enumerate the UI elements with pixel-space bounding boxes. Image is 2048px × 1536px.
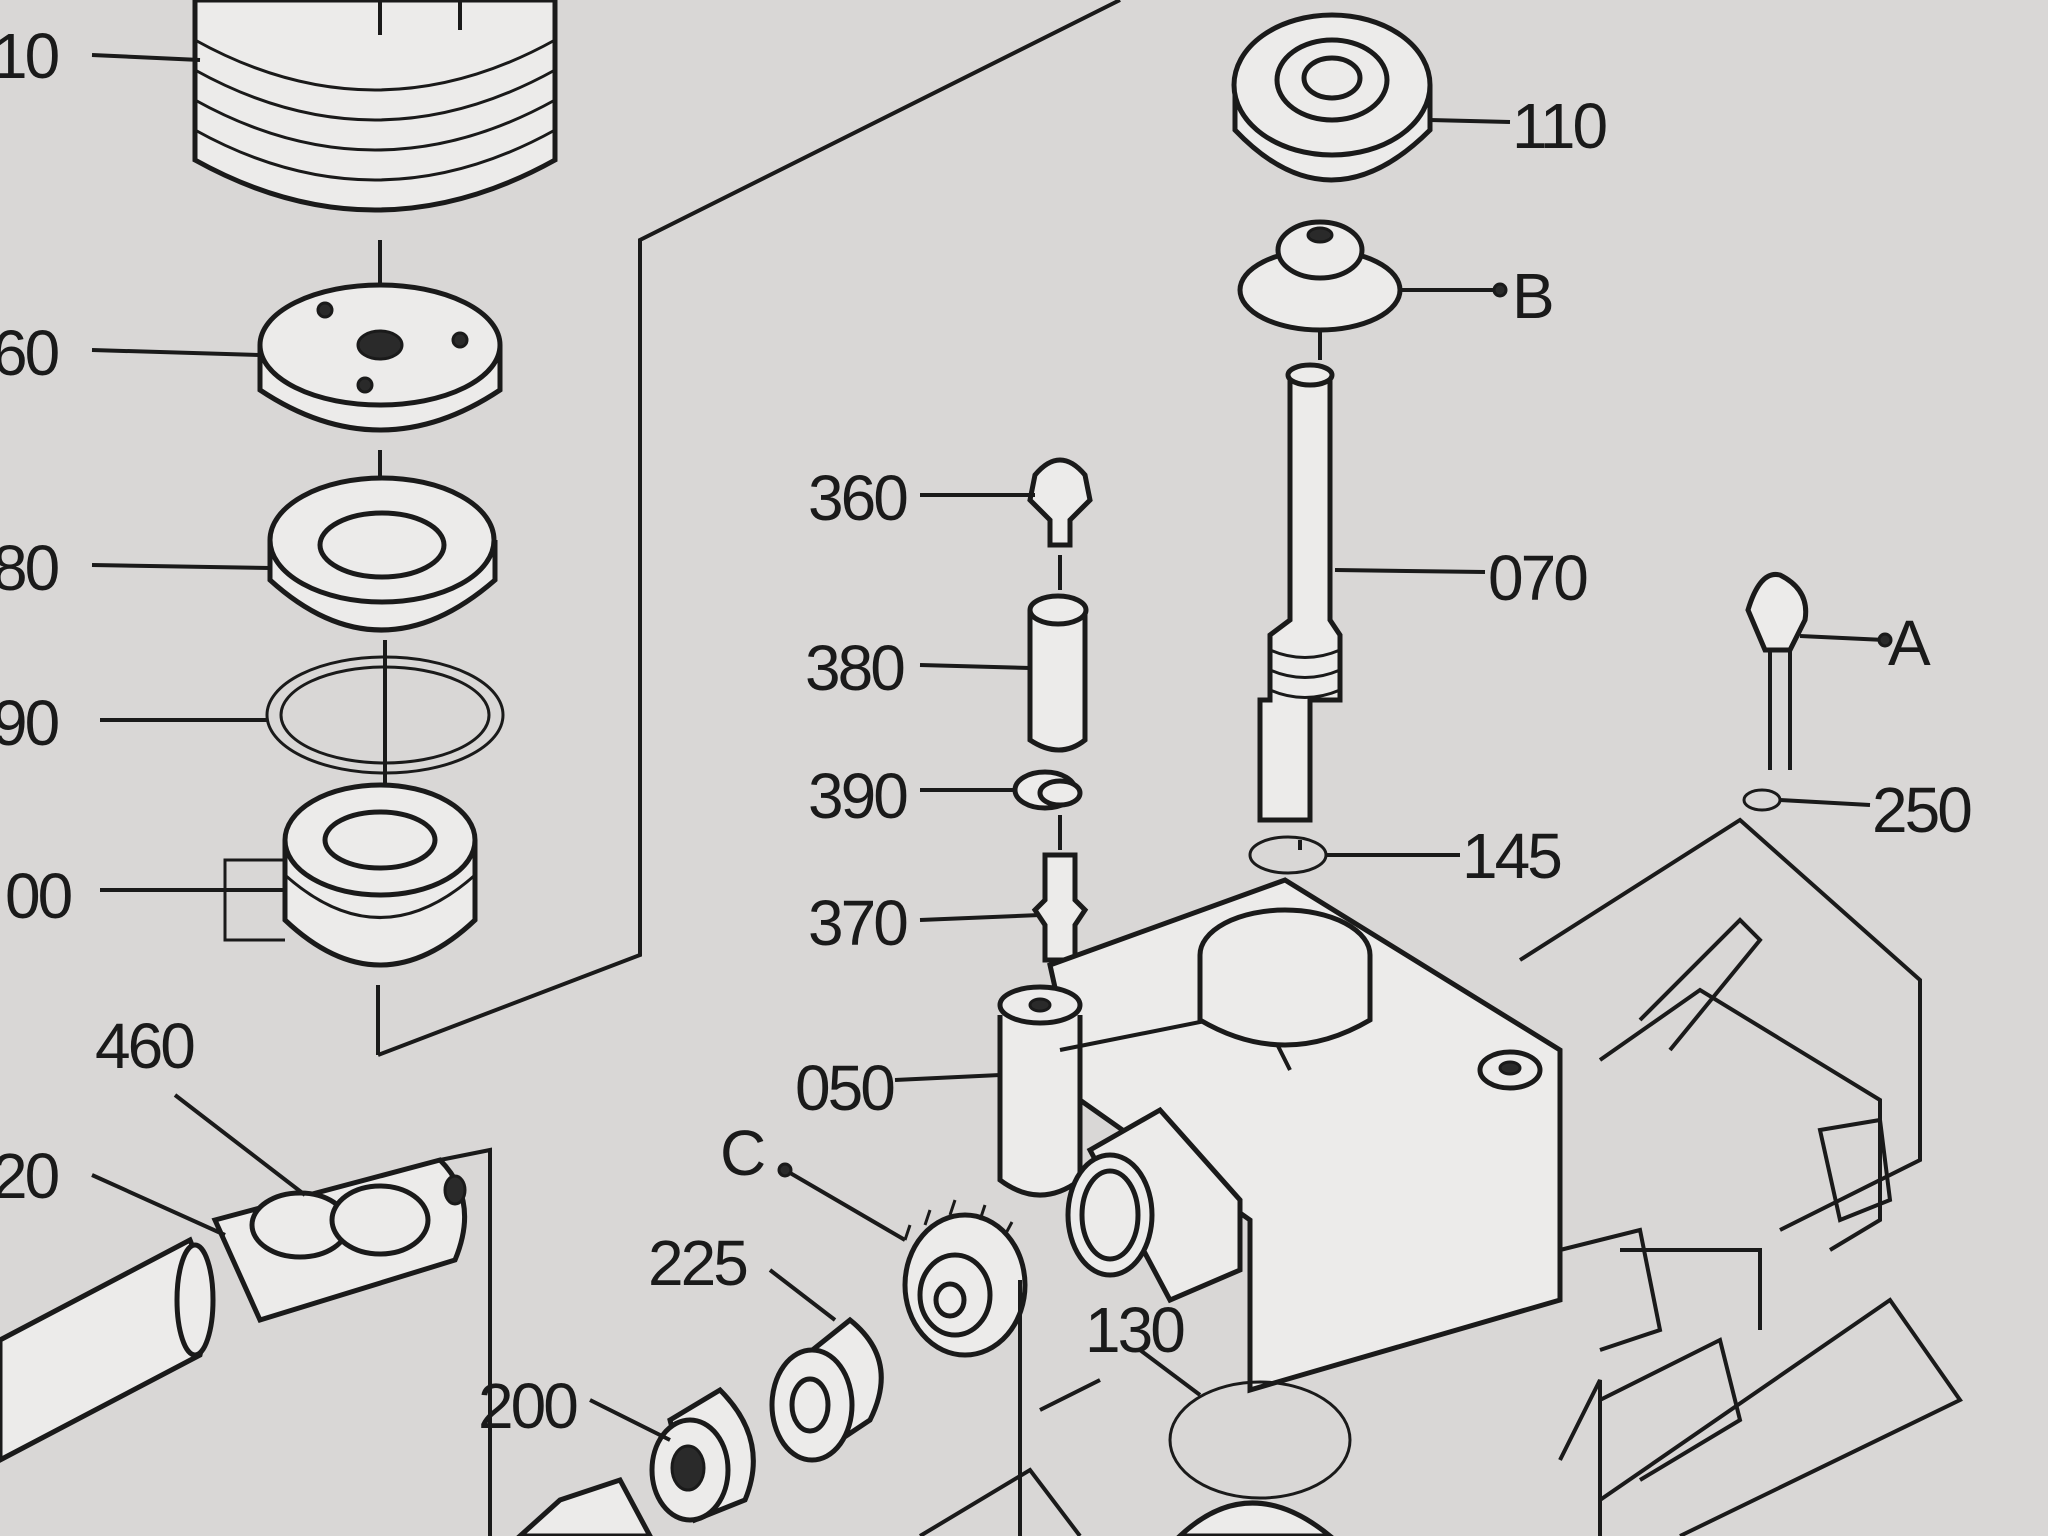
part-050-main-block — [997, 877, 1563, 1394]
callout-010: 10 — [0, 20, 59, 92]
callout-110: 110 — [1512, 90, 1606, 162]
part-090-ring — [265, 640, 505, 800]
callout-100: 00 — [5, 860, 72, 932]
callout-380: 380 — [805, 632, 904, 704]
right-pin-stack — [1742, 571, 1809, 812]
callout-360: 360 — [808, 462, 907, 534]
callout-145: 145 — [1462, 820, 1560, 892]
callout-460: 460 — [95, 1010, 194, 1082]
part-100-seal — [223, 782, 478, 968]
part-080-bearing — [267, 475, 498, 633]
left-shaft-assembly — [0, 1147, 492, 1536]
center-shaft-stack — [1231, 12, 1433, 875]
center-pin-stack — [1012, 457, 1093, 963]
callout-labels: 10 60 80 90 00 460 20 110 B 070 A 250 14… — [0, 20, 1974, 1442]
callout-390: 390 — [808, 760, 907, 832]
part-060-flange — [257, 282, 503, 433]
callout-060: 60 — [0, 317, 59, 389]
callout-B: B — [1512, 260, 1552, 332]
callout-080: 80 — [0, 532, 59, 604]
leader-lines — [91, 53, 1893, 1442]
callout-C: C — [720, 1117, 764, 1189]
bottom-parts — [516, 1199, 1352, 1536]
callout-225: 225 — [648, 1227, 746, 1299]
callout-250: 250 — [1872, 774, 1971, 846]
housing-outline — [638, 0, 1121, 920]
callout-420: 20 — [0, 1140, 59, 1212]
callout-130: 130 — [1085, 1294, 1184, 1366]
right-frame — [1518, 817, 1963, 1536]
callout-070: 070 — [1488, 542, 1587, 614]
callout-370: 370 — [808, 887, 907, 959]
callout-090: 90 — [0, 687, 59, 759]
left-part-stack — [192, 0, 642, 1057]
callout-050: 050 — [795, 1052, 894, 1124]
callout-200: 200 — [478, 1370, 577, 1442]
callout-A: A — [1888, 607, 1931, 679]
part-010-pulley — [192, 0, 558, 213]
